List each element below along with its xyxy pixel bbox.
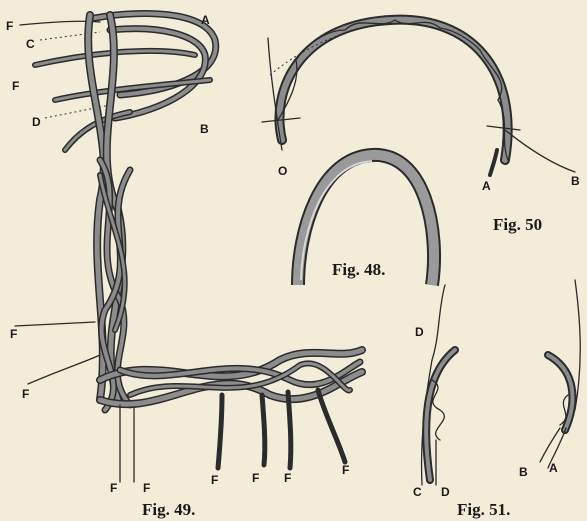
fig50-label-o: O [278,164,287,178]
fig50-label-b: B [571,174,580,188]
fig50-caption: Fig. 50 [493,215,542,234]
fig51-label-a: A [549,461,558,475]
fig51-label-d-top: D [415,325,424,339]
fig49-label-b: B [200,122,209,136]
fig49-label-f-low: F [22,387,29,401]
fig49-label-f-mid: F [10,327,17,341]
fig49-label-f-bottom-4: F [252,471,259,485]
fig49-label-d: D [32,115,41,129]
fig51-label-b: B [519,465,528,479]
fig49-illustration [15,13,362,482]
fig51-label-d-bottom: D [441,485,450,499]
fig49-label-a: A [201,13,210,27]
fig50-illustration [262,20,575,175]
fig49-label-f-top: F [6,19,13,33]
fig49-label-f-bottom-3: F [211,473,218,487]
fig49-label-f-bottom-6: F [342,463,349,477]
fig51-illustration [422,280,581,485]
fig49-caption: Fig. 49. [142,500,195,519]
fig49-label-f-bottom-1: F [110,481,117,495]
fig48-caption: Fig. 48. [332,260,385,279]
fig49-label-c: C [26,37,35,51]
fig50-label-a: A [482,179,491,193]
fig49-label-f-bottom-5: F [284,471,291,485]
fig49-label-f-bottom-2: F [143,481,150,495]
fig51-label-c: C [413,485,422,499]
fig51-caption: Fig. 51. [457,500,510,519]
fig49-label-f-upper: F [12,79,19,93]
